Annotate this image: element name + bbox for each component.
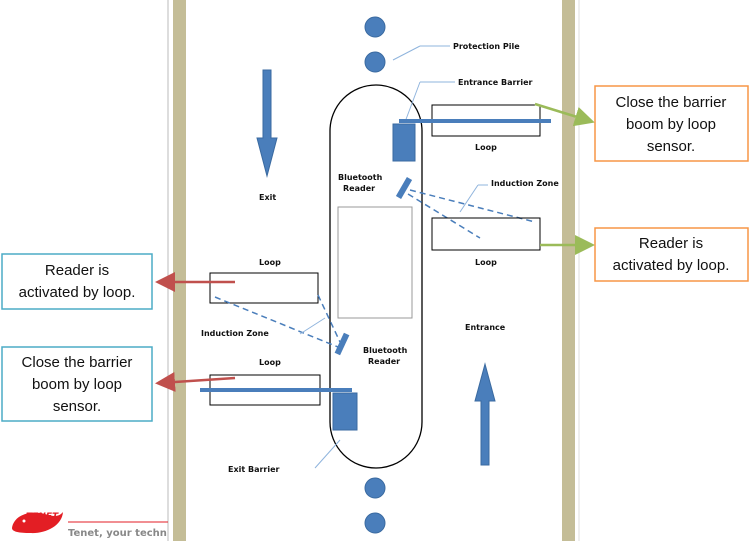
bluetooth-reader-top-label-1: Bluetooth: [338, 173, 383, 182]
callout-line: Close the barrier: [616, 94, 727, 111]
exit-loop-2-label: Loop: [259, 358, 281, 367]
callout-arrow-icon: [155, 372, 236, 392]
protection-pile: [364, 16, 386, 38]
callout-line: activated by loop.: [19, 284, 136, 301]
entrance-label: Entrance: [465, 323, 506, 332]
exit-loop-1-label: Loop: [259, 258, 281, 267]
leader-line: [314, 439, 341, 469]
induction-zone-line: [407, 193, 481, 239]
exit-loop-1: [209, 272, 319, 304]
protection-pile: [364, 477, 386, 499]
callout-line: sensor.: [647, 138, 695, 155]
callout-line: Reader is: [45, 262, 109, 279]
induction-zone-left-label: Induction Zone: [201, 329, 269, 338]
bluetooth-reader-top-label-2: Reader: [343, 184, 375, 193]
entrance-barrier: [392, 123, 416, 162]
bluetooth-reader-entrance: [395, 176, 413, 200]
entrance-loop-1-label: Loop: [475, 143, 497, 152]
induction-zone-right-label: Induction Zone: [491, 179, 559, 188]
callout-reader-exit: Reader is activated by loop.: [1, 253, 153, 310]
entrance-loop-2: [431, 217, 541, 251]
exit-barrier: [332, 392, 358, 431]
leader-line: [392, 45, 421, 61]
induction-zone-line: [214, 296, 339, 348]
callout-line: boom by loop: [626, 116, 716, 133]
leader-line: [299, 317, 326, 335]
entrance-loop-2-label: Loop: [475, 258, 497, 267]
callout-line: sensor.: [53, 398, 101, 415]
callout-reader-entrance: Reader is activated by loop.: [594, 227, 749, 282]
callout-close-barrier-entrance: Close the barrier boom by loop sensor.: [594, 85, 749, 162]
callout-close-barrier-exit: Close the barrier boom by loop sensor.: [1, 346, 153, 422]
callout-line: Close the barrier: [22, 354, 133, 371]
exit-barrier-label: Exit Barrier: [228, 465, 280, 474]
right-wall: [562, 0, 575, 541]
exit-direction-arrow-icon: [256, 69, 278, 178]
exit-barrier-boom: [200, 388, 352, 392]
footer-tagline: Tenet, your techn: [68, 528, 167, 539]
callout-line: Reader is: [639, 235, 703, 252]
induction-zone-line: [409, 189, 536, 223]
leader-line: [459, 184, 479, 213]
protection-pile: [364, 512, 386, 534]
entrance-barrier-label: Entrance Barrier: [458, 78, 533, 87]
exit-label: Exit: [259, 193, 276, 202]
left-wall: [173, 0, 186, 541]
entrance-direction-arrow-icon: [474, 362, 496, 466]
svg-text:TENET: TENET: [26, 512, 59, 522]
bluetooth-reader-exit: [334, 332, 350, 356]
entrance-barrier-boom: [399, 119, 551, 123]
protection-pile-label: Protection Pile: [453, 42, 520, 51]
protection-pile: [364, 51, 386, 73]
leader-line: [404, 81, 421, 123]
booth: [337, 206, 413, 319]
callout-line: activated by loop.: [613, 257, 730, 274]
induction-zone-line: [317, 294, 341, 343]
bluetooth-reader-bottom-label-1: Bluetooth: [363, 346, 408, 355]
tenet-logo: TENET: [12, 512, 63, 534]
bluetooth-reader-bottom-label-2: Reader: [368, 357, 400, 366]
callout-arrow-icon: [534, 102, 595, 127]
callout-line: boom by loop: [32, 376, 122, 393]
